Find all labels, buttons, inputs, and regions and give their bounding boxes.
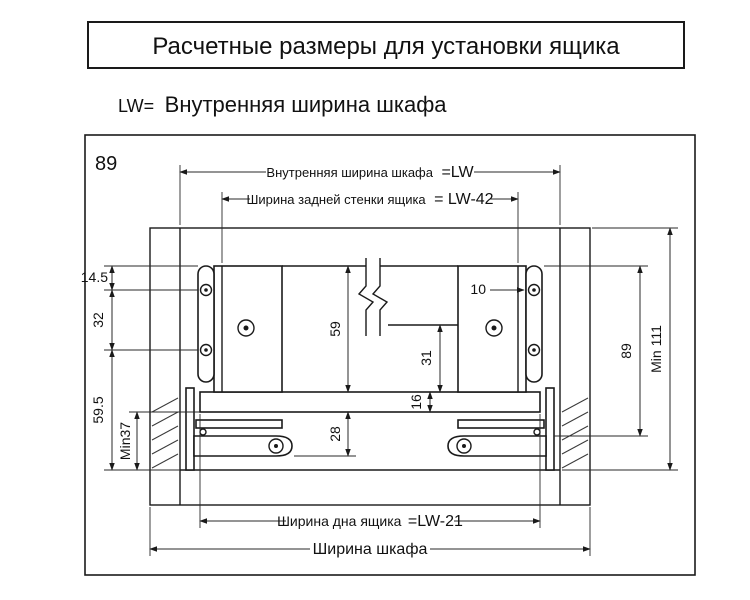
title-border bbox=[87, 21, 685, 69]
right-bracket-hole-bottom-center bbox=[532, 348, 536, 352]
dim-inner-width: Внутренняя ширина шкафа =LW bbox=[179, 164, 561, 225]
dim-back-width-label: Ширина задней стенки ящика bbox=[246, 192, 426, 207]
cabinet bbox=[149, 227, 591, 506]
dim-28: 28 bbox=[327, 426, 343, 442]
drawer-back-panel bbox=[282, 258, 458, 336]
break-line-right bbox=[371, 258, 389, 336]
left-wall-hatching bbox=[151, 397, 179, 469]
dim-bottom-width-label: Ширина дна ящика bbox=[277, 513, 402, 529]
right-dimension-chain: 89 Min 111 bbox=[544, 227, 678, 471]
left-bracket-hole-bottom-center bbox=[204, 348, 208, 352]
page-title: Расчетные размеры для установки ящика bbox=[152, 33, 620, 60]
right-rail-mounting-plate bbox=[545, 387, 555, 471]
subtitle-label: Внутренняя ширина шкафа bbox=[165, 92, 448, 117]
title-box: Расчетные размеры для установки ящика bbox=[87, 21, 685, 69]
left-rail-profile bbox=[193, 435, 293, 457]
dim-14-5: 14.5 bbox=[81, 269, 108, 285]
svg-text:Внутренняя ширина шкафа: Внутренняя ширина шкафа =LW bbox=[266, 164, 474, 181]
left-rail-mounting-plate bbox=[185, 387, 195, 471]
svg-text:LW= Внутренняя ширина шк: LW= Внутренняя ширина шкафа bbox=[118, 92, 447, 117]
right-wall-hatching bbox=[561, 397, 589, 469]
dim-back-width-value: = LW-42 bbox=[434, 191, 494, 208]
right-rail-profile bbox=[447, 435, 547, 457]
cabinet-outline bbox=[149, 227, 591, 506]
right-mounting-bracket bbox=[525, 265, 543, 383]
left-screw-center bbox=[243, 325, 249, 331]
right-screw-center bbox=[491, 325, 497, 331]
left-bracket-hole-top-center bbox=[204, 288, 208, 292]
right-bracket-hole-top-center bbox=[532, 288, 536, 292]
dim-inner-width-value: =LW bbox=[441, 164, 474, 181]
dim-32: 32 bbox=[90, 312, 106, 328]
drawer-bottom-panel bbox=[199, 391, 541, 413]
dim-inner-width-label: Внутренняя ширина шкафа bbox=[266, 165, 433, 180]
center-dimensions: 59 28 16 31 10 bbox=[294, 265, 525, 457]
dim-min111: Min 111 bbox=[648, 325, 664, 373]
svg-text:Ширина задней стенки ящика: Ширина задней стенки ящика = LW-42 bbox=[246, 191, 493, 208]
subtitle: LW= Внутренняя ширина шкафа bbox=[118, 92, 447, 117]
left-rail-wheel-center bbox=[274, 444, 278, 448]
dim-89: 89 bbox=[618, 343, 634, 359]
dim-back-width: Ширина задней стенки ящика = LW-42 bbox=[221, 191, 519, 263]
dim-min37: Min37 bbox=[117, 422, 133, 460]
dim-59: 59 bbox=[327, 321, 343, 337]
break-line-left bbox=[357, 258, 375, 336]
left-dimension-chain: 14.5 32 59.5 Min37 bbox=[81, 265, 200, 471]
left-mounting-bracket bbox=[197, 265, 215, 383]
subtitle-prefix: LW= bbox=[118, 96, 154, 116]
right-slide-assembly bbox=[447, 265, 555, 471]
dim-cabinet-width-label: Ширина шкафа bbox=[313, 541, 428, 558]
left-roller bbox=[199, 428, 207, 436]
right-runner-bar bbox=[457, 419, 545, 429]
left-slide-assembly bbox=[185, 265, 293, 471]
dim-31: 31 bbox=[418, 350, 434, 366]
dim-59-5: 59.5 bbox=[90, 396, 106, 423]
svg-text:Ширина дна ящика =LW-21: Ширина дна ящика =LW-21 bbox=[277, 513, 463, 530]
right-roller bbox=[533, 428, 541, 436]
left-runner-bar bbox=[195, 419, 283, 429]
dim-cabinet-width: Ширина шкафа bbox=[149, 507, 591, 558]
dim-bottom-width: Ширина дна ящика =LW-21 bbox=[199, 414, 541, 530]
corner-label: 89 bbox=[95, 153, 117, 175]
dim-bottom-width-value: =LW-21 bbox=[408, 513, 463, 530]
dim-16: 16 bbox=[408, 394, 424, 410]
drawing-frame bbox=[84, 134, 696, 576]
right-rail-wheel-center bbox=[462, 444, 466, 448]
dim-10: 10 bbox=[470, 281, 486, 297]
